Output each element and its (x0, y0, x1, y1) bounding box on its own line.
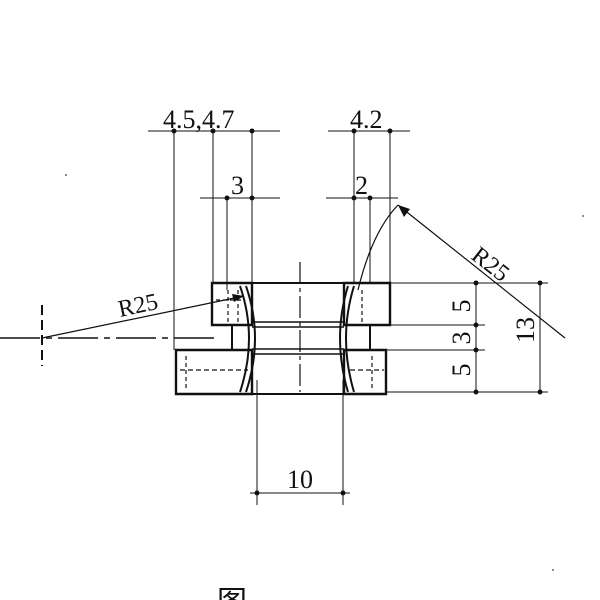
top-dimension-lines (148, 130, 410, 350)
dim-label-right-upper: 5 (447, 300, 476, 313)
bottom-dimension-lines (250, 380, 350, 505)
figure-caption-partial: 图 (217, 586, 247, 600)
bottom-dimension-dots (254, 490, 346, 496)
dim-label-right-middle: 3 (447, 332, 476, 345)
radius-leader-left (41, 295, 245, 339)
left-centerline (0, 305, 220, 366)
right-dimension-dots (473, 280, 543, 395)
top-dimension-dots (171, 128, 393, 201)
dim-label-right-overall: 13 (511, 317, 540, 343)
dim-label-right-lower: 5 (447, 364, 476, 377)
dim-label-bottom: 10 (287, 465, 313, 494)
dim-label-inner-left: 3 (231, 171, 244, 200)
scan-specks (65, 174, 584, 571)
right-dimension-lines (386, 282, 548, 393)
radius-label-left: R25 (116, 289, 161, 323)
radius-label-right: R25 (466, 242, 514, 287)
radius-arrow-left (232, 294, 244, 302)
part-outline (174, 281, 392, 396)
radius-leader-right (357, 204, 566, 339)
dim-label-top-left: 4.5,4.7 (163, 105, 235, 134)
dim-label-top-right: 4.2 (350, 105, 383, 134)
radius-arrow-right (398, 205, 410, 217)
dim-label-inner-right: 2 (355, 171, 368, 200)
